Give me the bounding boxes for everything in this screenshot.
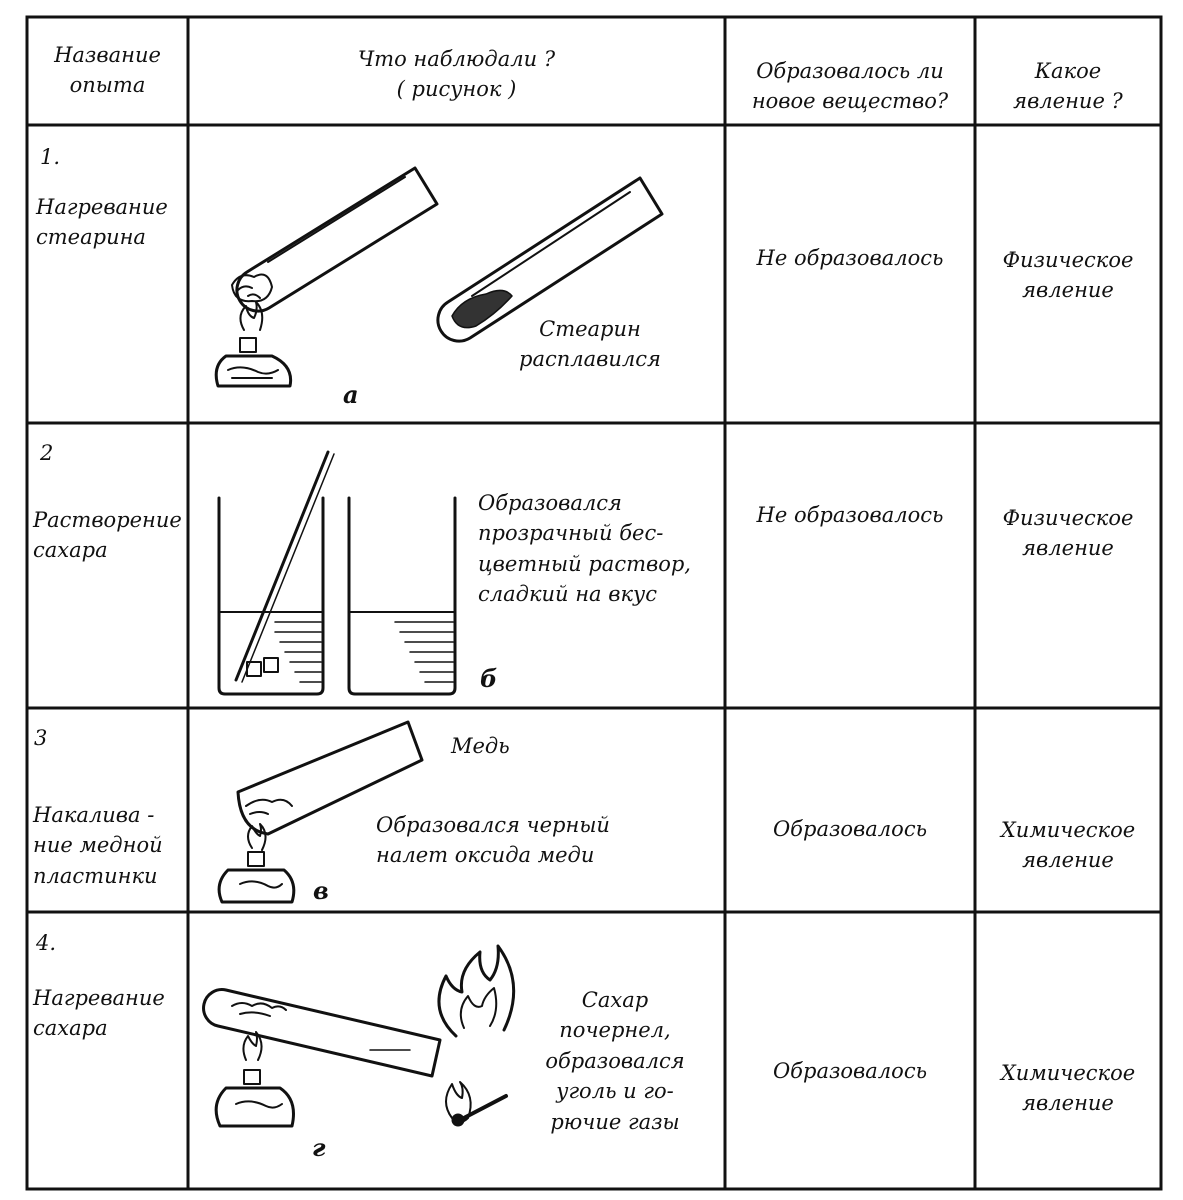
row-4-name: Нагревание сахара [33, 983, 165, 1044]
test-tube-melted-icon [436, 176, 664, 343]
row-1-name-line-2: стеарина [36, 225, 146, 250]
row-1-caption: Стеарин расплавился [500, 314, 680, 375]
row-3-name-line-3: пластинки [33, 863, 158, 888]
spirit-lamp-icon [214, 337, 293, 388]
row-3-caption-line-1: Образовался черный [376, 813, 610, 837]
row-2-phenomenon-line-2: явление [1022, 536, 1114, 561]
row-2-caption-line-1: Образовался [478, 491, 622, 515]
row-1-phenomenon-line-1: Физическое [1002, 248, 1134, 272]
row-4-caption-line-4: уголь и го- [556, 1079, 674, 1104]
header-experiment-name: Название опыта [30, 40, 185, 101]
row-4-number: 4. [36, 931, 57, 955]
row-2-figure-letter: б [480, 664, 498, 693]
row-1-caption-line-2: расплавился [519, 347, 661, 372]
beaker-solution-icon [347, 496, 457, 696]
header-phenomenon-line-1: Какое [1034, 59, 1102, 83]
row-2-caption-line-3: цветный раствор, [478, 551, 691, 576]
flame-icon [239, 301, 264, 331]
row-2-caption: Образовался прозрачный бес- цветный раст… [478, 488, 691, 610]
header-phenomenon: Какое явление ? [977, 56, 1159, 117]
row-2-new-substance: Не образовалось [756, 503, 944, 527]
row-2-name: Растворение сахара [33, 505, 182, 566]
row-4-phenomenon: Химическое явление [977, 1058, 1159, 1119]
row-3-name-line-1: Накалива - [33, 803, 155, 827]
header-experiment-name-line-2: опыта [69, 73, 146, 98]
row-1-new-substance: Не образовалось [756, 246, 944, 270]
header-new-substance: Образовалось ли новое вещество? [727, 56, 973, 117]
spirit-lamp-icon-2 [217, 851, 296, 904]
test-tube-heated-icon [231, 166, 439, 313]
beaker-with-rod-icon [217, 450, 335, 696]
test-tube-sugar-icon [202, 988, 442, 1078]
header-observed-line-2: ( рисунок ) [396, 77, 517, 102]
row-4-caption-line-1: Сахар [581, 988, 649, 1012]
row-2-caption-line-4: сладкий на вкус [478, 582, 657, 607]
row-3-figure-letter: в [313, 876, 329, 905]
header-new-substance-line-2: новое вещество? [751, 89, 949, 114]
row-3-label-top: Медь [451, 734, 510, 758]
burning-match-icon [445, 1081, 508, 1127]
table-border [25, 15, 1163, 1191]
row-1-figure-letter: а [343, 380, 359, 409]
row-4-caption-line-2: почернел, [559, 1018, 671, 1043]
row-4-caption-line-5: рючие газы [550, 1109, 680, 1134]
row-2-number: 2 [40, 441, 54, 465]
burning-gas-flame-icon [437, 944, 516, 1038]
row-3-new-substance: Образовалось [772, 817, 928, 841]
row-1-name-line-1: Нагревание [36, 195, 168, 219]
row-1-caption-line-1: Стеарин [539, 317, 641, 341]
header-observed: Что наблюдали ? ( рисунок ) [190, 44, 723, 105]
row-2-phenomenon-line-1: Физическое [1002, 506, 1134, 530]
row-4-caption-line-3: образовался [545, 1048, 685, 1073]
row-4-phenomenon-line-2: явление [1022, 1091, 1114, 1116]
row-3-name: Накалива - ние медной пластинки [33, 800, 163, 891]
copper-plate-icon [236, 720, 424, 836]
row-3-name-line-2: ние медной [33, 833, 163, 858]
row-2-caption-line-2: прозрачный бес- [478, 521, 664, 546]
flame-icon-2 [247, 823, 267, 851]
row-3-phenomenon-line-2: явление [1022, 848, 1114, 873]
row-4-phenomenon-line-1: Химическое [1000, 1061, 1136, 1085]
header-experiment-name-line-1: Название [54, 43, 161, 67]
row-4-name-line-2: сахара [33, 1016, 108, 1041]
header-observed-line-1: Что наблюдали ? [357, 47, 556, 71]
header-phenomenon-line-2: явление ? [1013, 89, 1123, 114]
row-2-name-line-2: сахара [33, 538, 108, 563]
row-3-phenomenon-line-1: Химическое [1000, 818, 1136, 842]
row-1-number: 1. [40, 145, 61, 169]
row-3-caption: Образовался черный налет оксида меди [376, 810, 610, 871]
row-4-new-substance: Образовалось [772, 1059, 928, 1083]
row-3-phenomenon: Химическое явление [977, 815, 1159, 876]
row-4-caption: Сахар почернел, образовался уголь и го- … [530, 985, 700, 1137]
spirit-lamp-icon-3 [214, 1069, 295, 1128]
flame-icon-3 [242, 1031, 263, 1061]
row-3-number: 3 [34, 726, 48, 750]
row-4-figure-letter: г [312, 1133, 326, 1162]
header-new-substance-line-1: Образовалось ли [756, 59, 944, 83]
row-1-name: Нагревание стеарина [36, 192, 168, 253]
row-2-name-line-1: Растворение [33, 508, 182, 532]
row-4-name-line-1: Нагревание [33, 986, 165, 1010]
row-1-phenomenon-line-2: явление [1022, 278, 1114, 303]
row-1-phenomenon: Физическое явление [977, 245, 1159, 306]
row-2-phenomenon: Физическое явление [977, 503, 1159, 564]
row-3-caption-line-2: налет оксида меди [376, 843, 595, 868]
